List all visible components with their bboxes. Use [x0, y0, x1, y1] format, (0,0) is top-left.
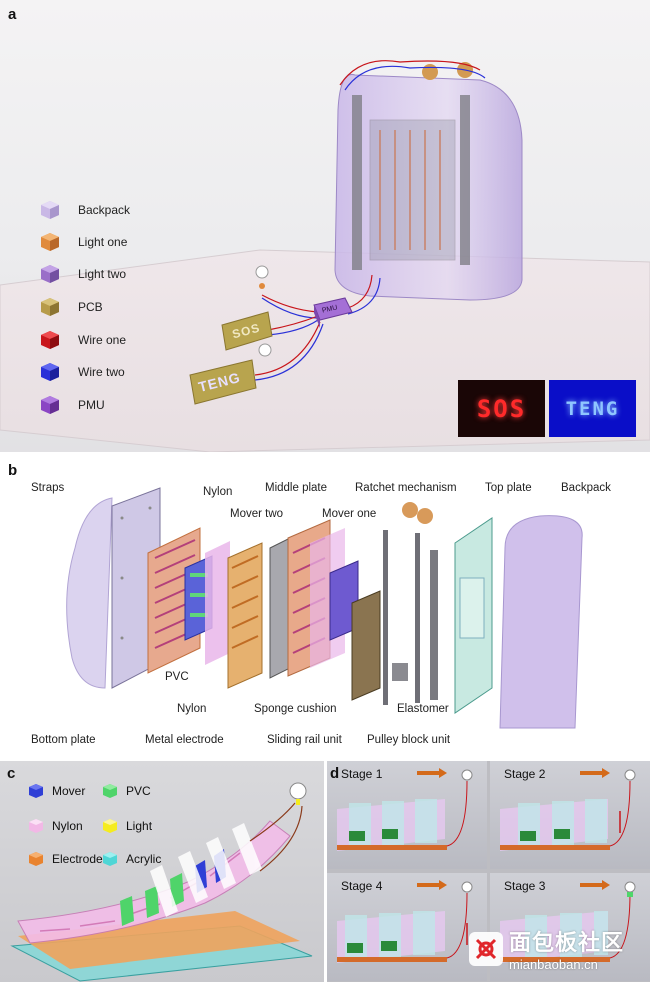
legend-label: Acrylic — [126, 852, 162, 866]
c-legend-light: Light — [102, 818, 152, 834]
label-mover-two: Mover two — [230, 508, 284, 520]
c-legend-electrode: Electrode — [28, 851, 103, 867]
backpack-shape — [334, 73, 523, 301]
legend-label: Electrode — [52, 852, 103, 866]
watermark-text: 面包板社区 — [509, 930, 625, 955]
label-pvc: PVC — [165, 671, 189, 683]
legend-item-pmu: PMU — [40, 395, 105, 415]
legend-label: Light — [126, 819, 153, 833]
stage-4: Stage 4 — [327, 873, 487, 981]
scene-floor — [0, 60, 650, 452]
legend-label: Wire two — [78, 365, 125, 379]
stage-2: Stage 2 — [490, 761, 650, 869]
legend-label: Wire one — [78, 333, 127, 347]
cube-icon — [102, 818, 118, 834]
watermark: 面包板社区 mianbaoban.cn — [467, 925, 624, 972]
panel-c: c Mover — [0, 761, 324, 982]
label-middle-plate: Middle plate — [265, 482, 328, 494]
stage-1: Stage 1 — [327, 761, 487, 869]
label-ratchet: Ratchet mechanism — [355, 482, 457, 494]
legend-label: Backpack — [78, 203, 131, 217]
legend-item-wire-one: Wire one — [40, 330, 126, 350]
panel-letter-a: a — [8, 6, 17, 23]
watermark-logo-icon — [469, 931, 503, 966]
cube-icon — [40, 297, 60, 317]
legend-item-pcb: PCB — [40, 297, 103, 317]
legend-label: PMU — [78, 398, 105, 412]
stage-3: Stage 3 — [490, 873, 650, 981]
label-backpack: Backpack — [561, 482, 611, 494]
cube-icon — [102, 851, 118, 867]
legend-label: PCB — [78, 300, 103, 314]
stage-label: Stage 2 — [504, 767, 546, 781]
panel-letter-c: c — [7, 765, 16, 782]
label-nylon-bottom: Nylon — [177, 703, 207, 715]
legend-item-light-one: Light one — [40, 232, 127, 252]
panel-letter-b: b — [8, 462, 18, 479]
c-legend-nylon: Nylon — [28, 818, 83, 834]
panel-a: a — [0, 0, 650, 452]
label-pulley: Pulley block unit — [367, 734, 451, 746]
watermark-sub: mianbaoban.cn — [509, 957, 598, 972]
led-display-sos: SOS — [476, 394, 527, 423]
label-mover-one: Mover one — [322, 508, 377, 520]
cube-icon — [28, 783, 44, 799]
c-legend-acrylic: Acrylic — [102, 851, 161, 867]
legend-label: Light one — [78, 235, 128, 249]
legend-label: Light two — [78, 267, 127, 281]
cube-icon — [40, 362, 60, 382]
stage-label: Stage 3 — [504, 879, 546, 893]
label-metal-electrode: Metal electrode — [145, 734, 224, 746]
teng-unit-view — [10, 782, 313, 982]
stage-label: Stage 1 — [341, 767, 383, 781]
cube-icon — [40, 395, 60, 415]
panel-letter-d: d — [330, 765, 340, 782]
legend-item-wire-two: Wire two — [40, 362, 125, 382]
label-sponge: Sponge cushion — [254, 703, 337, 715]
legend-label: Mover — [52, 784, 86, 798]
label-bottom-plate: Bottom plate — [31, 734, 96, 746]
c-legend-mover: Mover — [28, 783, 85, 799]
panel-b: b — [0, 458, 650, 756]
stage-label: Stage 4 — [341, 879, 383, 893]
c-legend-pvc: PVC — [102, 783, 151, 799]
cube-icon — [102, 783, 118, 799]
label-straps: Straps — [31, 482, 65, 494]
cube-icon — [40, 200, 60, 220]
label-sliding-rail: Sliding rail unit — [267, 734, 342, 746]
legend-item-light-two: Light two — [40, 264, 126, 284]
cube-icon — [40, 264, 60, 284]
cube-icon — [28, 818, 44, 834]
cube-icon — [40, 232, 60, 252]
legend-label: Nylon — [52, 819, 83, 833]
legend-item-backpack: Backpack — [40, 200, 130, 220]
label-nylon-top: Nylon — [203, 486, 233, 498]
cube-icon — [40, 330, 60, 350]
exploded-view — [66, 487, 583, 729]
label-top-plate: Top plate — [485, 482, 532, 494]
legend-label: PVC — [126, 784, 151, 798]
cube-icon — [28, 851, 44, 867]
panel-d: d Stage 1 Stage 2 — [327, 761, 650, 982]
label-elastomer: Elastomer — [397, 703, 449, 715]
led-display-teng: TENG — [565, 397, 620, 420]
